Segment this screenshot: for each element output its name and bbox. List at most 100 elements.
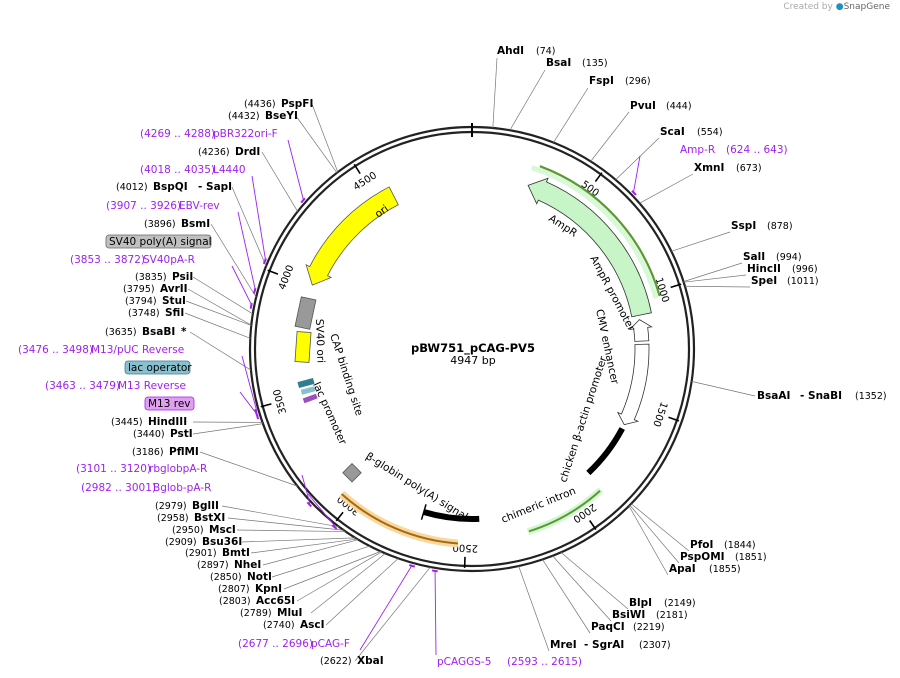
enzyme-label: ScaI: [660, 126, 685, 138]
enzyme-pos: (2909): [165, 537, 197, 548]
primer-mark: [300, 197, 306, 204]
enzyme-label: Bsu36I: [202, 536, 242, 548]
primer-leader-line: [359, 564, 413, 651]
enzyme-leader-line: [492, 57, 498, 129]
primer-mark: [249, 302, 253, 309]
snapgene-credit: Created by ●SnapGene: [783, 2, 890, 12]
ampr-orf-glow: [530, 165, 659, 299]
enzyme-leader-line: [354, 566, 431, 662]
primer-mark: [631, 190, 637, 196]
enzyme-leader-line: [199, 451, 298, 487]
enzyme-label: PvuI: [630, 100, 656, 112]
enzyme-pos: (4236): [198, 147, 230, 158]
ampr-promoter-arrow: [628, 319, 653, 342]
intron-bar: [422, 509, 480, 522]
primer-mark: [331, 524, 338, 530]
enzyme-alt-label: - SapI: [198, 181, 232, 193]
enzyme-pos: (673): [736, 163, 762, 174]
enzyme-label: KpnI: [255, 583, 282, 595]
enzyme-pos: (135): [582, 58, 608, 69]
enzyme-label: BsaBI: [142, 326, 175, 338]
enzyme-leader-line: [630, 503, 690, 552]
enzyme-pos: (2979): [155, 501, 187, 512]
b-globin-marker: [342, 462, 362, 483]
enzyme-leader-line: [310, 553, 386, 614]
enzyme-leader-line: [184, 312, 251, 339]
cap-box: [300, 386, 316, 395]
primer-range: (624 .. 643): [726, 144, 788, 156]
enzyme-pos: (296): [625, 76, 651, 87]
primer-range: (3853 .. 3872): [70, 254, 145, 266]
intron-end-tick: [420, 504, 427, 520]
label-b-globin-polya: β-globin poly(A) signal: [363, 450, 469, 523]
enzyme-pos: (996): [792, 264, 818, 275]
primer-mark: [255, 413, 260, 420]
enzyme-leader-line: [552, 555, 612, 622]
enzyme-label: SpeI: [751, 275, 777, 287]
primer-leader-line: [632, 155, 641, 194]
enzyme-leader-line: [628, 505, 669, 576]
primers-left: (4269 .. 4288)pBR322ori-F (4018 .. 4035)…: [18, 128, 350, 650]
enzyme-pos: (3186): [132, 447, 164, 458]
enzyme-leader-line: [639, 173, 694, 204]
primers-right: Amp-R(624 .. 643) pCAGGS-5(2593 .. 2615): [437, 144, 788, 668]
enzyme-pos: (2901): [185, 548, 217, 559]
credit-prefix: Created by: [783, 2, 833, 12]
tick-mark: [594, 172, 603, 183]
enzyme-label: SalI: [743, 251, 765, 263]
tick-mark: [589, 520, 597, 531]
enzyme-leader-line: [295, 115, 338, 174]
intron-line: [528, 489, 601, 533]
enzyme-label: BseYI: [265, 110, 298, 122]
enzyme-leader-line: [221, 505, 340, 528]
enzyme-leader-line: [671, 231, 731, 252]
enzyme-pos: (4436): [244, 99, 276, 110]
tick-label: 3500: [272, 388, 289, 415]
primer-label: M13 Reverse: [118, 380, 186, 392]
enzyme-label: StuI: [162, 295, 186, 307]
enzyme-pos: (2307): [639, 640, 671, 651]
enzyme-leader-line: [192, 423, 264, 435]
enzyme-leader-line: [192, 276, 253, 315]
primer-label: Amp-R: [680, 144, 715, 156]
enzyme-pos: (3795): [123, 284, 155, 295]
enzyme-pos: (444): [666, 101, 692, 112]
enzyme-leader-line: [684, 285, 751, 288]
primer-mark: [306, 501, 312, 508]
primer-label: EBV-rev: [179, 200, 220, 212]
tick-mark: [668, 416, 680, 422]
primer-leader-line: [301, 474, 311, 504]
enzyme-alt-label: - SgrAI: [584, 639, 624, 651]
enzyme-label: PaqCI: [591, 621, 625, 633]
enzyme-label: XbaI: [357, 655, 384, 667]
primer-label: SV40pA-R: [143, 254, 195, 266]
enzyme-pos: (2950): [172, 525, 204, 536]
enzyme-leader-line: [187, 288, 252, 326]
primer-leader-line: [231, 265, 253, 307]
enzyme-pos: (2807): [218, 584, 250, 595]
primer-range: (4269 .. 4288): [140, 128, 215, 140]
enzyme-leader-line: [262, 539, 359, 566]
enzyme-leader-line: [261, 151, 298, 212]
enzyme-leader-line: [509, 69, 546, 131]
enzyme-leader-line: [629, 504, 680, 564]
enzyme-pos: (3635): [105, 327, 137, 338]
enzymes-right: AhdI(74) BsaI(135) FspI(296) PvuI(444) S…: [497, 45, 887, 651]
enzyme-pos: (878): [767, 221, 793, 232]
enzyme-leader-line: [683, 274, 747, 283]
primer-mark: [252, 287, 257, 294]
enzyme-pos: (1844): [724, 540, 756, 551]
enzyme-leader-line: [189, 331, 252, 371]
enzyme-pos: (2789): [240, 608, 272, 619]
primer-label: L4440: [213, 164, 246, 176]
enzyme-leader-line: [250, 538, 358, 554]
enzyme-leader-line: [590, 111, 630, 162]
enzyme-pos: (3794): [125, 296, 157, 307]
enzyme-leader-line: [560, 552, 629, 610]
primer-label: pCAG-F: [311, 638, 350, 650]
cmv-enhancer-arrow: [616, 343, 650, 426]
enzyme-label: BsmI: [181, 218, 210, 230]
enzyme-pos: (3835): [135, 272, 167, 283]
primer-leader-line: [287, 139, 305, 202]
